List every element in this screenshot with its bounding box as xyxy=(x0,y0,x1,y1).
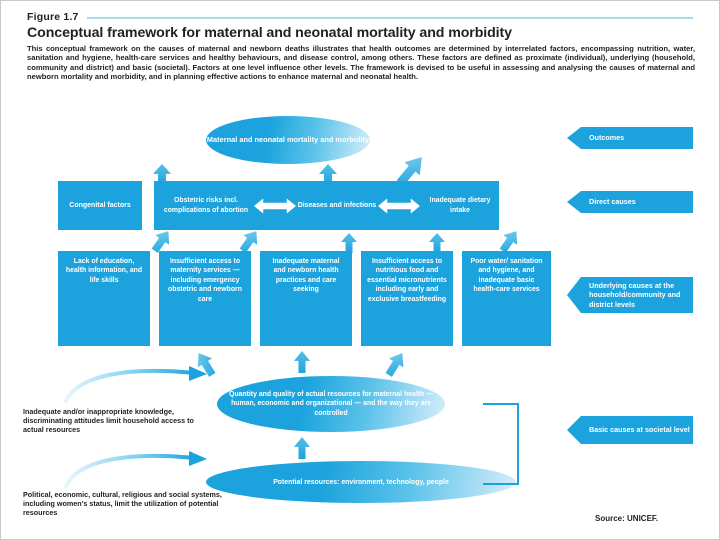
side-label-direct-causes: Direct causes xyxy=(567,191,693,213)
header-rule xyxy=(87,17,693,19)
actual-resources-label: Quantity and quality of actual resources… xyxy=(228,391,434,417)
side-label-outcomes: Outcomes xyxy=(567,127,693,149)
arrow-potential-to-actual xyxy=(294,437,310,459)
box-diseases-infections: Diseases and infections xyxy=(297,201,377,209)
box-underlying-3: Inadequate maternal and newborn health p… xyxy=(260,251,352,346)
arrow-underlying-3-up xyxy=(341,233,357,253)
box-inadequate-dietary-intake: Inadequate dietary intake xyxy=(429,197,491,214)
potential-resources-label: Potential resources: environment, techno… xyxy=(273,478,449,486)
arrow-resources-to-underlying-mid xyxy=(294,351,310,373)
outcome-label: Maternal and neonatal mortality and morb… xyxy=(206,135,370,145)
direct-causes-band xyxy=(154,181,499,230)
side-label-basic-causes: Basic causes at societal level xyxy=(567,416,693,444)
page-title: Conceptual framework for maternal and ne… xyxy=(27,25,512,41)
figure-label: Figure 1.7 xyxy=(27,11,79,23)
intro-paragraph: This conceptual framework on the causes … xyxy=(27,44,695,81)
source-line: Source: UNICEF. xyxy=(595,514,659,523)
note-actual-resources: Inadequate and/or inappropriate knowledg… xyxy=(23,407,194,435)
curved-arrow-bottom xyxy=(63,451,207,489)
basic-causes-bracket xyxy=(483,403,519,485)
box-underlying-5: Poor water/ sanitation and hygiene, and … xyxy=(462,251,551,346)
box-congenital-factors: Congenital factors xyxy=(58,181,142,230)
actual-resources-ellipse: Quantity and quality of actual resources… xyxy=(217,376,445,432)
arrow-underlying-4-up xyxy=(429,233,445,253)
note-potential-resources: Political, economic, cultural, religious… xyxy=(23,490,222,518)
side-label-underlying-causes: Underlying causes at the household/commu… xyxy=(567,277,693,313)
box-underlying-1: Lack of education, health information, a… xyxy=(58,251,150,346)
curved-arrow-top xyxy=(63,366,207,404)
potential-resources-ellipse: Potential resources: environment, techno… xyxy=(206,461,516,503)
box-underlying-2: Insufficient access to maternity service… xyxy=(159,251,251,346)
arrow-resources-to-underlying-right xyxy=(381,348,409,379)
box-obstetric-risks: Obstetric risks incl. complications of a… xyxy=(163,197,249,214)
box-underlying-4: Insufficient access to nutritious food a… xyxy=(361,251,453,346)
outcome-ellipse: Maternal and neonatal mortality and morb… xyxy=(206,116,370,164)
